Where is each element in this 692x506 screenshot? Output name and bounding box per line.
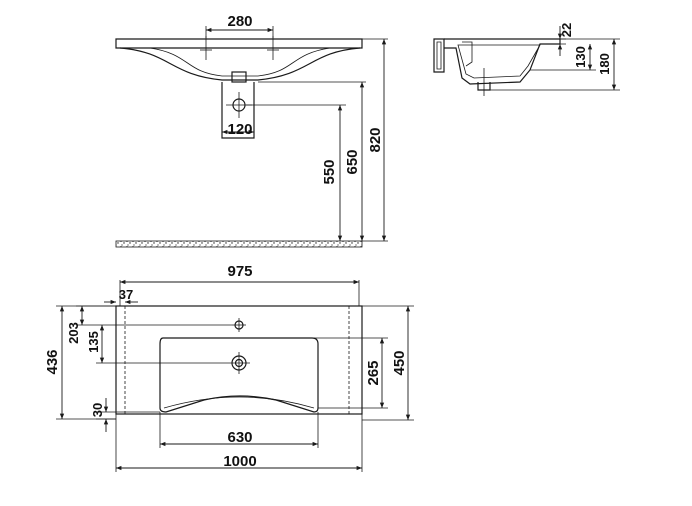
label-135: 135 xyxy=(86,331,101,353)
dim-22: 22 xyxy=(540,23,574,56)
floor-hatch xyxy=(115,240,363,248)
front-elevation: 280 120 550 650 820 xyxy=(115,13,388,248)
label-630: 630 xyxy=(227,429,252,446)
dim-37: 37 xyxy=(104,287,138,305)
label-436: 436 xyxy=(44,349,61,374)
dim-975: 975 xyxy=(119,263,360,306)
label-30: 30 xyxy=(90,403,105,417)
side-wall-bracket xyxy=(433,38,445,73)
dim-130: 130 xyxy=(530,44,596,71)
label-550: 550 xyxy=(321,159,338,184)
label-130: 130 xyxy=(573,46,588,68)
label-265: 265 xyxy=(365,360,382,385)
front-tap-holes xyxy=(200,36,279,60)
label-203: 203 xyxy=(66,322,81,344)
dim-436: 436 xyxy=(44,305,116,420)
label-180: 180 xyxy=(597,53,612,75)
label-120: 120 xyxy=(227,121,252,138)
side-bowl-inner xyxy=(457,44,541,79)
dim-30: 30 xyxy=(90,398,160,432)
front-waste-outlet xyxy=(231,71,247,83)
dim-820: 820 xyxy=(362,38,388,242)
label-820: 820 xyxy=(367,127,384,152)
side-basin-outline xyxy=(444,38,561,85)
dim-265: 265 xyxy=(250,337,388,409)
dim-630: 630 xyxy=(159,412,319,448)
dim-180: 180 xyxy=(490,38,620,91)
dim-120: 120 xyxy=(222,121,254,138)
dim-135: 135 xyxy=(86,325,228,364)
front-waste-pipe xyxy=(221,82,255,139)
dim-1000: 1000 xyxy=(115,414,363,472)
side-section: 22 130 180 xyxy=(433,23,620,96)
label-975: 975 xyxy=(227,263,252,280)
front-counter-top xyxy=(115,38,363,49)
label-450: 450 xyxy=(391,350,408,375)
top-bowl-outline xyxy=(159,337,319,413)
dim-450: 450 xyxy=(362,305,414,421)
front-bowl-inner xyxy=(149,47,331,77)
label-22: 22 xyxy=(559,23,574,37)
label-37: 37 xyxy=(119,287,133,302)
dim-650: 650 xyxy=(258,81,366,241)
front-bowl-outline xyxy=(119,47,361,81)
dim-280: 280 xyxy=(205,13,274,38)
top-view: 975 37 203 135 436 xyxy=(44,263,414,472)
label-650: 650 xyxy=(344,149,361,174)
dim-550: 550 xyxy=(246,104,346,241)
label-280: 280 xyxy=(227,13,252,30)
label-1000: 1000 xyxy=(223,453,256,470)
